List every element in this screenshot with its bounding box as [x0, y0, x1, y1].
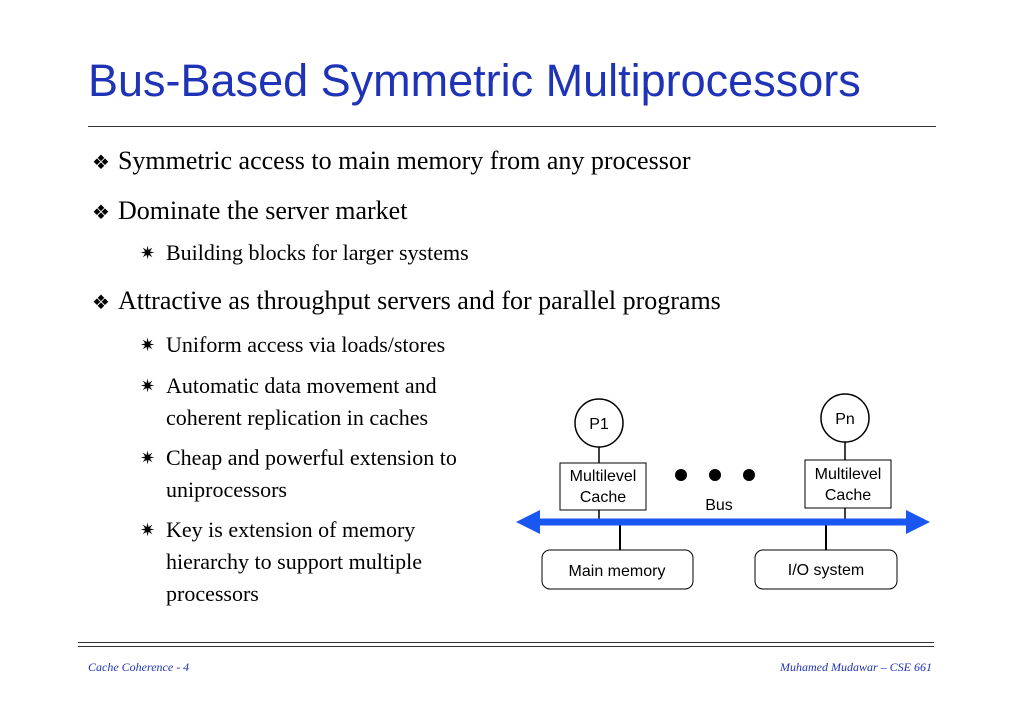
processor-pn-node: [820, 393, 870, 443]
footer-left: Cache Coherence - 4: [88, 660, 190, 674]
footer-right: Muhamed Mudawar – CSE 661: [780, 660, 932, 674]
sub-bullet-star-icon: ✷: [140, 448, 156, 468]
bullet-text: Attractive as throughput servers and for…: [117, 286, 721, 315]
sub-bullet-text: Uniform access via loads/stores: [166, 332, 446, 357]
title-divider: [88, 126, 936, 127]
bus-arrow: [516, 510, 930, 534]
bullet-diamond-icon: ❖: [92, 292, 110, 314]
cache-1-box: [559, 462, 647, 511]
footer-divider: [78, 642, 934, 643]
bullet-diamond-icon: ❖: [92, 152, 110, 174]
bullet-item: ❖ Attractive as throughput servers and fo…: [92, 286, 721, 318]
sub-bullet-star-icon: ✷: [140, 335, 156, 355]
bullet-item: ❖ Dominate the server market: [92, 196, 407, 228]
ellipsis-dot: [675, 469, 687, 481]
sub-bullet-text: Key is extension of memory hierarchy to …: [166, 517, 422, 606]
slide-title: Bus-Based Symmetric Multiprocessors: [88, 55, 861, 106]
processor-p1-label: P1: [589, 416, 609, 433]
ellipsis-dot: [709, 469, 721, 481]
cache-1-label-line1: Multilevel: [570, 468, 637, 485]
cache-n-label-line1: Multilevel: [815, 466, 882, 483]
sub-bullet-item: ✷ Key is extension of memory hierarchy to…: [140, 514, 422, 610]
processor-pn-label: Pn: [835, 411, 855, 428]
cache-n-label-line2: Cache: [825, 487, 871, 504]
sub-bullet-item: ✷ Cheap and powerful extension to uniproc…: [140, 442, 457, 506]
main-memory-label: Main memory: [569, 563, 666, 580]
sub-bullet-star-icon: ✷: [140, 520, 156, 540]
ellipsis-dot: [743, 469, 755, 481]
sub-bullet-item: ✷ Automatic data movement and coherent re…: [140, 370, 437, 434]
sub-bullet-star-icon: ✷: [140, 376, 156, 396]
main-memory-box: [541, 549, 694, 590]
bus-label: Bus: [705, 497, 733, 514]
bullet-diamond-icon: ❖: [92, 202, 110, 224]
io-system-box: [754, 549, 898, 590]
processor-p1-node: [574, 398, 624, 448]
sub-bullet-text: Cheap and powerful extension to uniproce…: [166, 445, 457, 502]
footer-divider: [78, 646, 934, 647]
bullet-text: Dominate the server market: [117, 196, 408, 225]
sub-bullet-text: Building blocks for larger systems: [166, 240, 469, 265]
bus-arrowhead-right: [906, 510, 930, 534]
sub-bullet-item: ✷ Uniform access via loads/stores: [140, 329, 445, 361]
bullet-text: Symmetric access to main memory from any…: [117, 146, 691, 175]
cache-1-label-line2: Cache: [580, 489, 626, 506]
sub-bullet-item: ✷ Building blocks for larger systems: [140, 237, 469, 269]
bullet-item: ❖ Symmetric access to main memory from an…: [92, 146, 691, 178]
cache-n-box: [804, 459, 892, 509]
io-system-label: I/O system: [788, 562, 864, 579]
bus-arrowhead-left: [516, 510, 540, 534]
sub-bullet-text: Automatic data movement and coherent rep…: [166, 373, 437, 430]
sub-bullet-star-icon: ✷: [140, 243, 156, 263]
